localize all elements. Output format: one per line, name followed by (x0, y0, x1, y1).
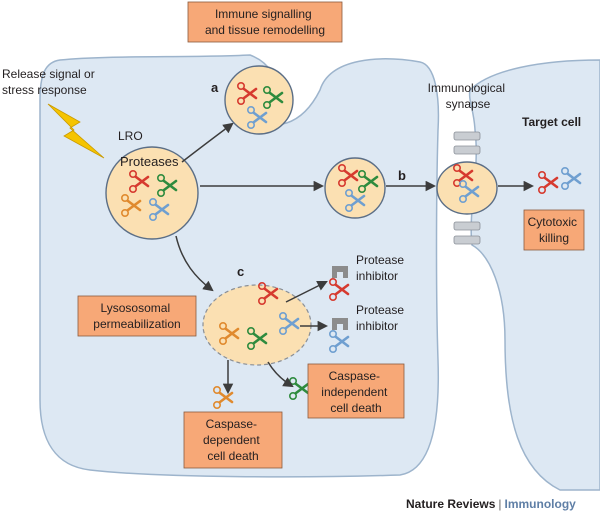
immune-signalling-label: Immune signalling and tissue remodelling (205, 7, 325, 37)
lro-vesicle (105, 146, 199, 240)
arrow-to-caspase-independent (267, 361, 294, 388)
lightning-icon (47, 103, 105, 159)
credit-separator: | (498, 497, 502, 511)
pathway-letter-c: c (237, 264, 244, 279)
pathway-letter-b: b (398, 168, 406, 183)
protease-inhibitor-icon (328, 266, 350, 302)
release-signal-label: Release signal or stress response (2, 67, 98, 97)
pathway-letter-a: a (211, 80, 219, 95)
lysosomal-permeabilization-label: Lysososomal permeabilization (93, 301, 180, 331)
cytotoxic-killing-box (523, 209, 585, 251)
immune-signalling-box (187, 1, 343, 43)
target-cell-label: Target cell (522, 115, 581, 129)
lysosomal-permeabilization-box (77, 295, 197, 337)
protease-inhibitor-label-1: Protease inhibitor (356, 253, 407, 283)
caspase-dependent-box (183, 411, 283, 469)
protease-inhibitor-label-2: Protease inhibitor (356, 303, 407, 333)
secretory-vesicle-b (324, 157, 386, 219)
arrow-to-inhibitor-1 (285, 281, 328, 303)
permeabilized-vesicle (202, 284, 312, 366)
synapse-adhesion-molecules (453, 131, 481, 245)
caspase-independent-box (307, 363, 405, 419)
secretory-vesicle-a (224, 65, 294, 135)
protease-inhibitor-icon (328, 318, 350, 354)
arrow-to-permeabilization (175, 235, 214, 292)
immunological-synapse-label: Immunological synapse (428, 81, 509, 111)
caspase-independent-label: Caspase- independent cell death (321, 369, 390, 415)
journal-name: Immunology (504, 497, 576, 511)
publisher-name: Nature Reviews (406, 497, 496, 511)
journal-credit: Nature Reviews|Immunology (406, 497, 576, 511)
lro-label: LRO (118, 129, 143, 143)
arrow-to-secretion (181, 122, 234, 163)
proteases-label: Proteases (120, 154, 179, 169)
caspase-dependent-label: Caspase- dependent cell death (203, 417, 263, 463)
cytotoxic-killing-label: Cytotoxic killing (528, 215, 581, 245)
